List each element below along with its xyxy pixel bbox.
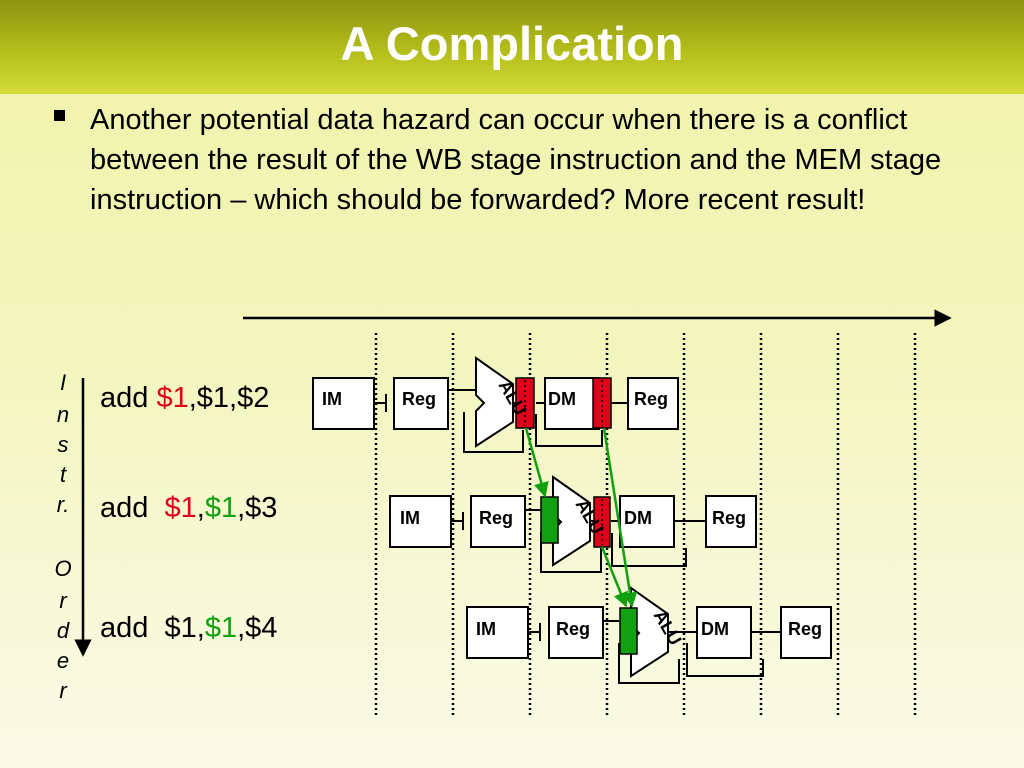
forward-arrow-ex-to-row2 bbox=[524, 427, 549, 498]
instr-dest-reg: $1 bbox=[164, 612, 197, 644]
stage-dm bbox=[544, 377, 600, 430]
axis-letter: r bbox=[59, 588, 67, 613]
instr-dest-reg: $1 bbox=[164, 492, 197, 524]
hazard-latch-ex-mem bbox=[515, 377, 535, 429]
instr-sep: , bbox=[237, 612, 246, 644]
pipeline-row-1 bbox=[312, 356, 679, 453]
instruction-1: add $1,$1,$2 bbox=[100, 380, 269, 416]
connector bbox=[611, 533, 687, 567]
stage-reg bbox=[548, 606, 604, 659]
connector bbox=[686, 643, 764, 677]
stage-im bbox=[466, 606, 529, 659]
stage-dm bbox=[696, 606, 752, 659]
instr-sep: , bbox=[196, 492, 205, 524]
pipeline-row-3 bbox=[466, 586, 832, 684]
label-im: IM bbox=[476, 619, 496, 639]
axis-letter: d bbox=[56, 618, 70, 643]
instr-src2: $2 bbox=[237, 382, 270, 414]
label-wb-reg: Reg bbox=[634, 389, 668, 409]
instr-sep: , bbox=[229, 382, 238, 414]
forward-arrow-ex-to-row3 bbox=[600, 546, 628, 608]
instr-sep: , bbox=[196, 612, 205, 644]
bullet-text: Another potential data hazard can occur … bbox=[90, 104, 942, 216]
axis-letter: O bbox=[54, 556, 72, 581]
instr-op: add bbox=[100, 382, 157, 414]
instr-src2: $3 bbox=[245, 492, 278, 524]
pipeline-row-2 bbox=[389, 475, 757, 573]
bullet-square-icon bbox=[54, 110, 65, 121]
instr-src1: $1 bbox=[196, 382, 230, 414]
forward-mux-input bbox=[540, 496, 559, 544]
connector bbox=[535, 414, 603, 447]
forwarding-paths bbox=[524, 427, 638, 608]
axis-letter: I bbox=[59, 370, 67, 395]
instr-dest-reg: $1 bbox=[156, 382, 189, 414]
instruction-3: add $1,$1,$4 bbox=[100, 610, 277, 646]
label-reg: Reg bbox=[402, 389, 436, 409]
connector bbox=[540, 532, 602, 573]
slide-header bbox=[0, 0, 1024, 94]
stage-wb-reg bbox=[705, 495, 757, 548]
stage-alu bbox=[475, 356, 514, 448]
instr-op: add bbox=[100, 492, 165, 524]
label-wb-reg: Reg bbox=[788, 619, 822, 639]
stage-im bbox=[389, 495, 452, 548]
stage-reg bbox=[470, 495, 526, 548]
label-dm: DM bbox=[624, 508, 652, 528]
instr-sep: , bbox=[237, 492, 246, 524]
stage-dm bbox=[619, 495, 675, 548]
instr-src1: $1 bbox=[204, 612, 238, 644]
axis-letter: r. bbox=[56, 492, 70, 517]
forward-arrow-mem-to-row3 bbox=[602, 427, 638, 608]
hazard-latch-mem-wb bbox=[592, 377, 612, 429]
connector bbox=[463, 412, 524, 453]
instruction-2: add $1,$1,$3 bbox=[100, 490, 277, 526]
axis-letter: n bbox=[56, 402, 70, 427]
instr-op: add bbox=[100, 612, 165, 644]
stage-wb-reg bbox=[780, 606, 832, 659]
instr-src2: $4 bbox=[245, 612, 278, 644]
label-reg: Reg bbox=[479, 508, 513, 528]
axis-letter: t bbox=[59, 462, 67, 487]
connector bbox=[618, 643, 680, 684]
axis-letter: e bbox=[56, 648, 70, 673]
label-dm: DM bbox=[548, 389, 576, 409]
stage-im bbox=[312, 377, 375, 430]
slide-title: A Complication bbox=[340, 17, 684, 70]
label-reg: Reg bbox=[556, 619, 590, 639]
axis-letter: r bbox=[59, 678, 67, 703]
label-im: IM bbox=[400, 508, 420, 528]
stage-reg bbox=[393, 377, 449, 430]
axis-letter: s bbox=[57, 432, 69, 457]
instr-src1: $1 bbox=[204, 492, 238, 524]
label-dm: DM bbox=[701, 619, 729, 639]
label-im: IM bbox=[322, 389, 342, 409]
label-wb-reg: Reg bbox=[712, 508, 746, 528]
forward-mux-input bbox=[619, 607, 638, 655]
cycle-dividers bbox=[374, 333, 917, 718]
instr-sep: , bbox=[188, 382, 197, 414]
